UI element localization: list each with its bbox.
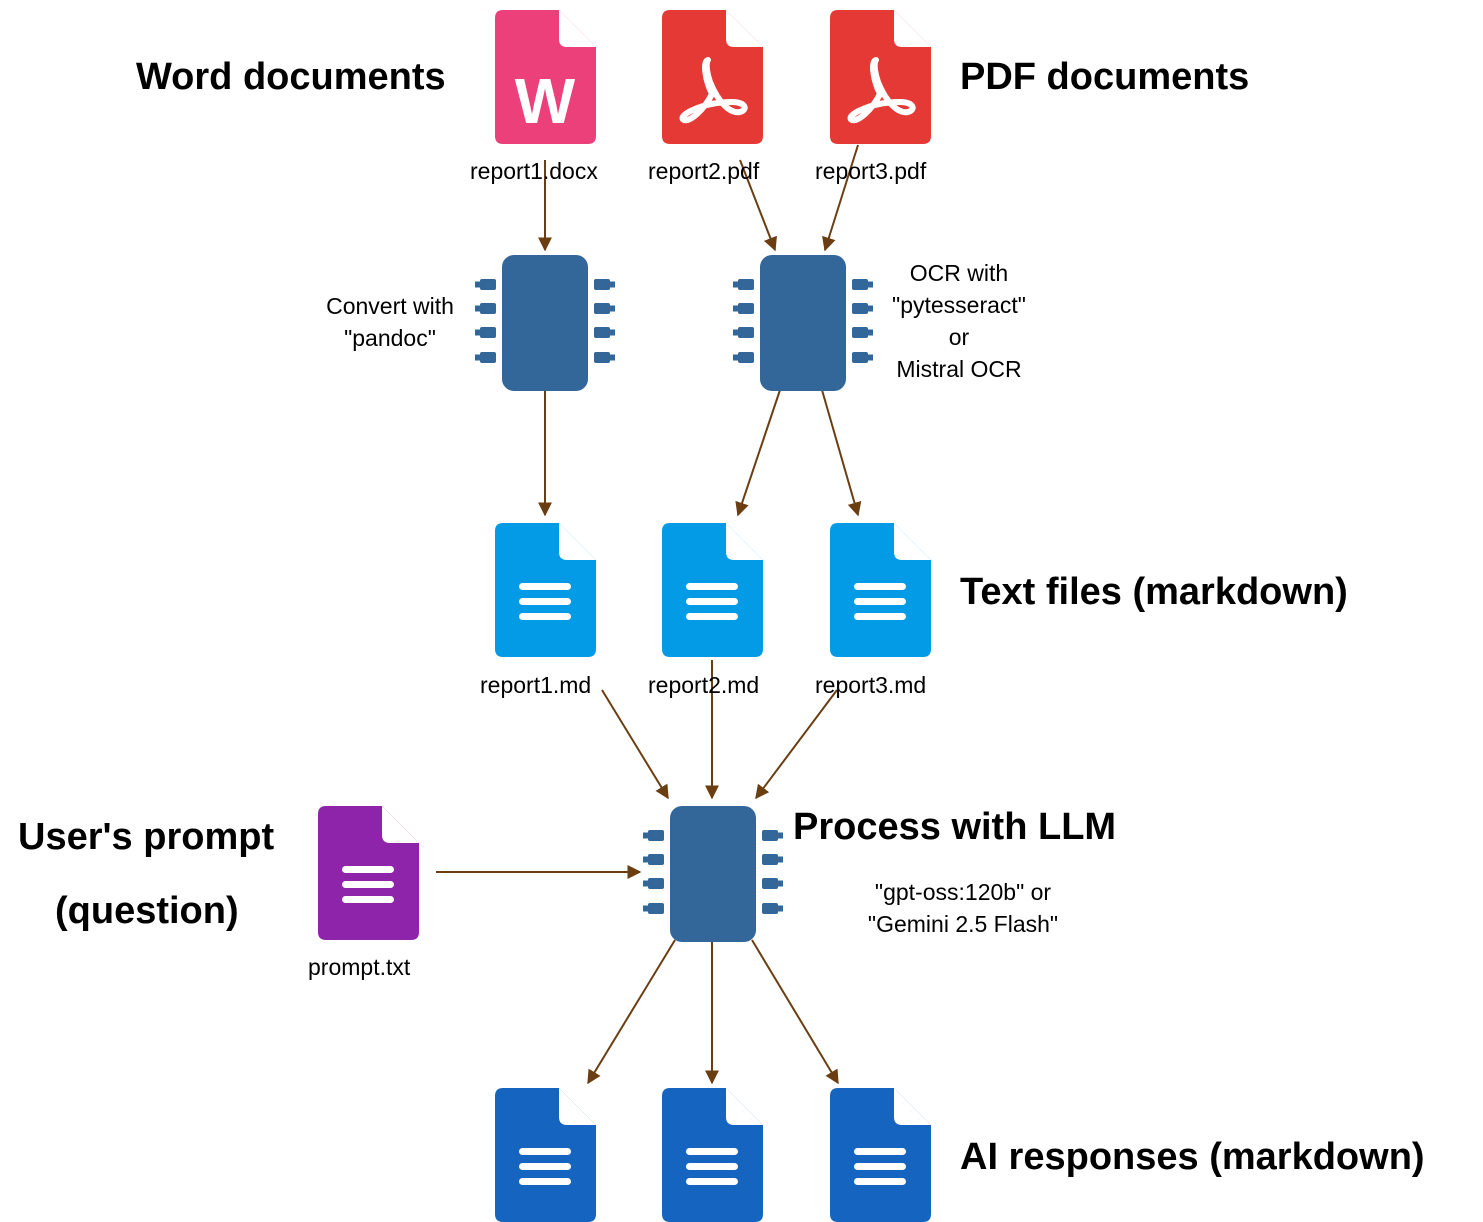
file-label-pdf3: report3.pdf — [815, 158, 927, 184]
ocr-label-line: OCR with — [909, 260, 1009, 286]
ocr-label-line: "pytesseract" — [892, 292, 1026, 318]
pandoc-label: Convert with "pandoc" — [310, 290, 470, 354]
processor-chip-icon — [733, 255, 873, 391]
processor-chip-icon — [475, 255, 615, 391]
file-label-md3: report3.md — [815, 672, 927, 698]
arrow-pdf2-to-ocr — [739, 159, 777, 252]
llm-model-line: "Gemini 2.5 Flash" — [867, 911, 1059, 937]
file-label-pdf2: report2.pdf — [648, 158, 760, 184]
ocr-label: OCR with "pytesseract" or Mistral OCR — [878, 257, 1040, 385]
response-document-icon — [662, 1088, 763, 1222]
pdf-document-icon — [830, 10, 931, 144]
pdf-documents-heading: PDF documents — [960, 56, 1250, 98]
svg-text:W: W — [515, 65, 576, 137]
response-document-icon — [830, 1088, 931, 1222]
pandoc-label-line: "pandoc" — [344, 325, 436, 351]
arrow-llm-to-ai1 — [587, 939, 676, 1085]
text-document-icon — [662, 523, 763, 657]
text-document-icon — [495, 523, 596, 657]
file-label-md1: report1.md — [480, 672, 592, 698]
arrow-md1-to-llm — [601, 689, 669, 800]
users-prompt-heading: User's prompt — [18, 816, 275, 858]
pdf-document-icon — [662, 10, 763, 144]
question-heading: (question) — [55, 890, 239, 932]
file-label-docx: report1.docx — [470, 158, 598, 184]
llm-models-label: "gpt-oss:120b" or "Gemini 2.5 Flash" — [843, 876, 1083, 940]
ocr-label-line: Mistral OCR — [896, 356, 1022, 382]
arrow-ocr-to-md2 — [735, 389, 781, 517]
llm-model-line: "gpt-oss:120b" or — [874, 879, 1052, 905]
word-documents-heading: Word documents — [136, 56, 446, 98]
ai-responses-heading: AI responses (markdown) — [960, 1136, 1425, 1178]
arrow-md3-to-llm — [755, 689, 838, 800]
arrow-ocr-to-md3 — [821, 389, 862, 517]
response-document-icon — [495, 1088, 596, 1222]
process-with-llm-heading: Process with LLM — [793, 806, 1117, 848]
word-document-icon: W — [495, 10, 596, 144]
processor-chip-icon — [643, 806, 783, 942]
pandoc-label-line: Convert with — [326, 293, 454, 319]
ocr-label-line: or — [948, 324, 970, 350]
file-label-prompt: prompt.txt — [308, 954, 411, 980]
arrow-llm-to-ai3 — [751, 939, 839, 1085]
text-files-heading: Text files (markdown) — [960, 571, 1348, 613]
prompt-document-icon — [318, 806, 419, 940]
arrow-pdf3-to-ocr — [822, 144, 859, 252]
file-label-md2: report2.md — [648, 672, 760, 698]
text-document-icon — [830, 523, 931, 657]
